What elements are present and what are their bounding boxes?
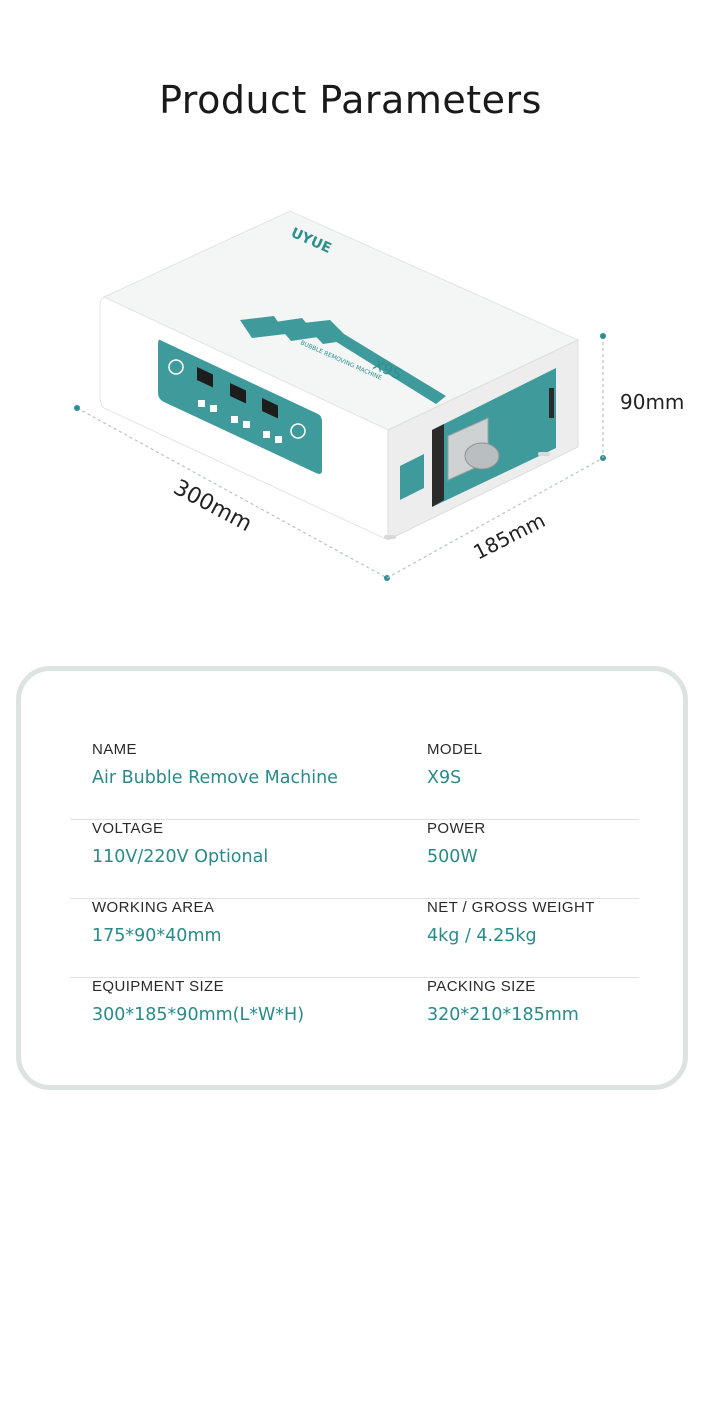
spec-value: 175*90*40mm <box>92 926 222 946</box>
height-label: 90mm <box>620 390 684 414</box>
width-label: 185mm <box>469 508 549 564</box>
spec-packing-size: PACKING SIZE 320*210*185mm <box>427 978 579 1025</box>
spec-value: 110V/220V Optional <box>92 847 269 867</box>
spec-value: 300*185*90mm(L*W*H) <box>92 1005 305 1025</box>
spec-equipment-size: EQUIPMENT SIZE 300*185*90mm(L*W*H) <box>92 978 304 1025</box>
spec-row: EQUIPMENT SIZE 300*185*90mm(L*W*H) PACKI… <box>70 978 639 1056</box>
display-2 <box>230 383 246 404</box>
spec-label: PACKING SIZE <box>427 978 536 995</box>
power-icon <box>168 359 184 375</box>
top-band <box>330 334 446 404</box>
lock-knob <box>464 442 500 470</box>
spec-value: Air Bubble Remove Machine <box>92 768 338 788</box>
display-3 <box>262 398 278 419</box>
top-stripe-2 <box>275 318 318 341</box>
spec-row: WORKING AREA 175*90*40mm NET / GROSS WEI… <box>70 899 639 978</box>
foot-right <box>538 452 550 456</box>
spec-working-area: WORKING AREA 175*90*40mm <box>92 899 222 946</box>
door-handle <box>549 388 554 418</box>
spec-weight: NET / GROSS WEIGHT 4kg / 4.25kg <box>427 899 595 946</box>
width-dimension-line <box>386 457 604 579</box>
spec-label: WORKING AREA <box>92 899 215 916</box>
button-6 <box>275 436 282 443</box>
spec-label: NET / GROSS WEIGHT <box>427 899 595 916</box>
spec-row: NAME Air Bubble Remove Machine MODEL X9S <box>70 741 639 820</box>
button-1 <box>198 400 205 407</box>
button-4 <box>243 421 250 428</box>
spec-name: NAME Air Bubble Remove Machine <box>92 741 338 788</box>
spec-value: 500W <box>427 847 478 867</box>
spec-label: MODEL <box>427 741 483 758</box>
display-1 <box>197 367 213 388</box>
length-start-dot <box>74 405 80 411</box>
specs-card: NAME Air Bubble Remove Machine MODEL X9S… <box>16 666 688 1090</box>
spec-model: MODEL X9S <box>427 741 482 788</box>
button-3 <box>231 416 238 423</box>
settings-icon <box>290 423 306 439</box>
spec-voltage: VOLTAGE 110V/220V Optional <box>92 820 268 867</box>
page-title: Product Parameters <box>159 78 542 122</box>
chamber-frame <box>432 424 444 507</box>
height-start-dot <box>600 333 606 339</box>
spec-label: NAME <box>92 741 137 758</box>
length-dimension-line <box>76 407 388 579</box>
spec-value: X9S <box>427 768 462 788</box>
spec-label: VOLTAGE <box>92 820 164 837</box>
spec-power: POWER 500W <box>427 820 486 867</box>
product-illustration: UYUE X9S BUBBLE REMOVING MACHINE <box>74 210 684 581</box>
spec-label: POWER <box>427 820 486 837</box>
spec-label: EQUIPMENT SIZE <box>92 978 225 995</box>
foot-front <box>384 535 396 539</box>
button-2 <box>210 405 217 412</box>
top-stripe-1 <box>240 316 286 338</box>
spec-value: 4kg / 4.25kg <box>427 926 537 946</box>
warning-label <box>400 454 424 500</box>
button-5 <box>263 431 270 438</box>
product-image: UYUE X9S BUBBLE REMOVING MACHINE <box>0 190 701 610</box>
spec-row: VOLTAGE 110V/220V Optional POWER 500W <box>70 820 639 899</box>
spec-value: 320*210*185mm <box>427 1005 579 1025</box>
length-label: 300mm <box>169 475 256 537</box>
